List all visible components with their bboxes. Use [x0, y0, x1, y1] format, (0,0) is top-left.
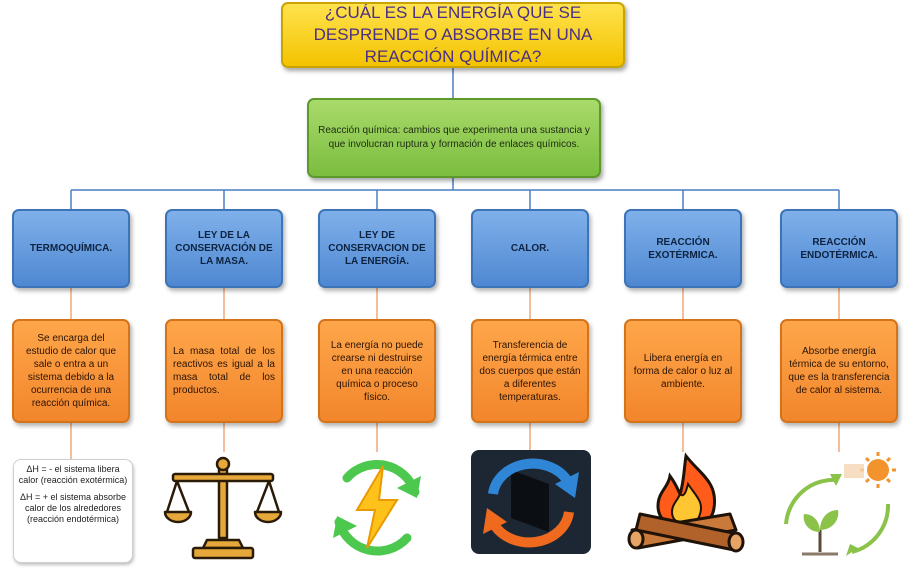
renewable-energy-icon [333, 460, 421, 556]
concept-heading-exotermica: REACCIÓN EXOTÉRMICA. [624, 209, 742, 288]
concept-description-conservacion-masa: La masa total de los reactivos es igual … [165, 319, 283, 423]
concept-heading-endotermica: REACCIÓN ENDOTÉRMICA. [780, 209, 898, 288]
plant-sun-cycle-icon [784, 452, 896, 556]
campfire-icon [627, 452, 745, 553]
delta-h-note: ΔH = - el sistema libera calor (reacción… [13, 459, 133, 563]
delta-h-positive-text: ΔH = + el sistema absorbe calor de los a… [19, 492, 127, 524]
heat-exchange-icon [471, 450, 591, 554]
concept-description-exotermica: Libera energía en forma de calor o luz a… [624, 319, 742, 423]
concept-description-calor: Transferencia de energía térmica entre d… [471, 319, 589, 423]
concept-description-endotermica: Absorbe energía térmica de su entorno, q… [780, 319, 898, 423]
concept-description-termoquimica: Se encarga del estudio de calor que sale… [12, 319, 130, 423]
definition-box: Reacción química: cambios que experiment… [307, 98, 601, 178]
balance-scale-icon [163, 456, 283, 560]
main-title: ¿CUÁL ES LA ENERGÍA QUE SE DESPRENDE O A… [281, 2, 625, 68]
concept-heading-conservacion-masa: LEY DE LA CONSERVACIÓN DE LA MASA. [165, 209, 283, 288]
concept-heading-termoquimica: TERMOQUÍMICA. [12, 209, 130, 288]
concept-heading-calor: CALOR. [471, 209, 589, 288]
concept-heading-conservacion-energia: LEY DE CONSERVACION DE LA ENERGÍA. [318, 209, 436, 288]
delta-h-negative-text: ΔH = - el sistema libera calor (reacción… [18, 464, 128, 485]
concept-description-conservacion-energia: La energía no puede crearse ni destruirs… [318, 319, 436, 423]
